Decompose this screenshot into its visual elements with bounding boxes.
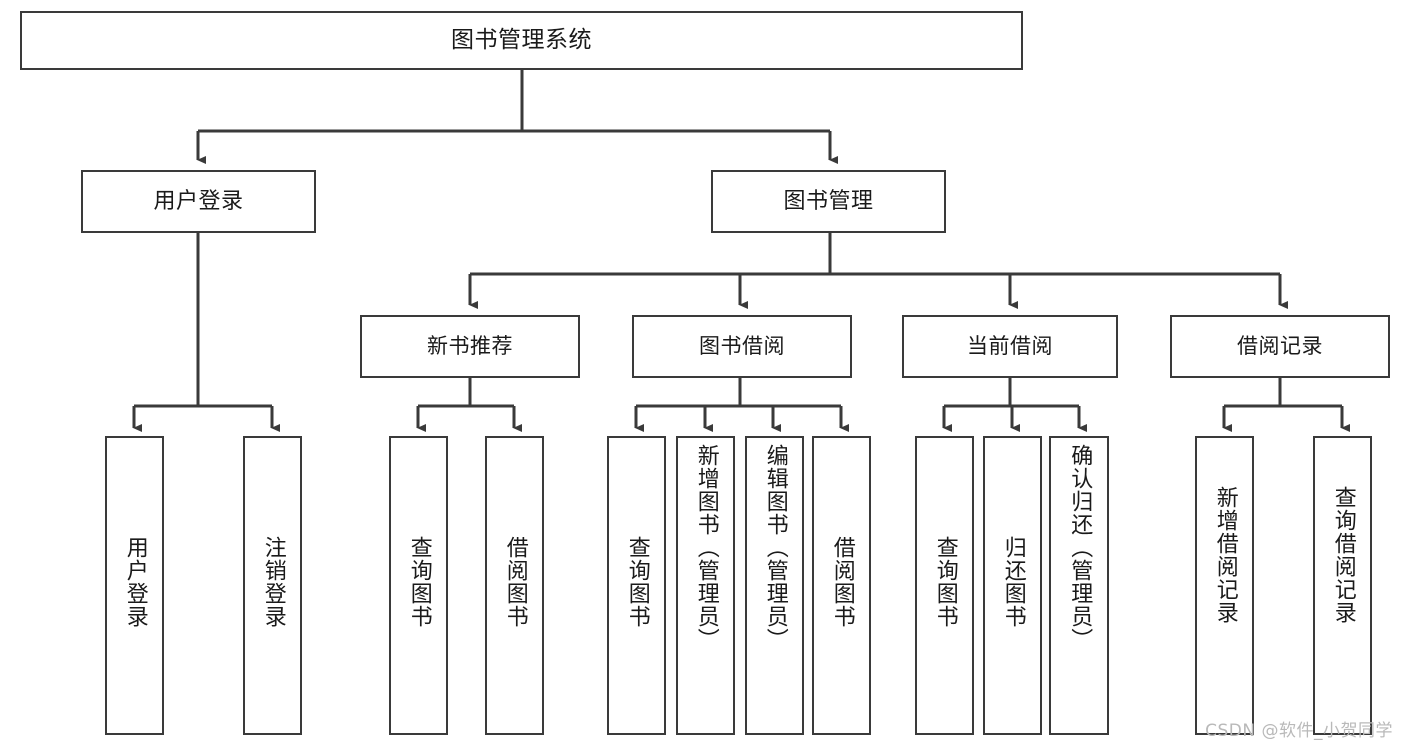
node-borrow-record[interactable]: 借阅记录 [1170,315,1390,378]
leaf-query-book-recommend[interactable]: 查询图书 [389,436,448,735]
node-label: 编辑图书（管理员） [762,444,788,651]
node-book-borrow[interactable]: 图书借阅 [632,315,852,378]
leaf-user-login[interactable]: 用户登录 [105,436,164,735]
node-label: 注销登录 [260,536,286,628]
node-label: 借阅图书 [829,536,855,628]
leaf-return-book[interactable]: 归还图书 [983,436,1042,735]
node-label: 当前借阅 [967,334,1053,359]
node-label: 图书借阅 [699,334,785,359]
node-root-system[interactable]: 图书管理系统 [20,11,1023,70]
leaf-add-borrow-record[interactable]: 新增借阅记录 [1195,436,1254,735]
node-label: 查询图书 [406,536,432,628]
node-label: 查询图书 [932,536,958,628]
node-label: 借阅记录 [1237,334,1323,359]
leaf-edit-book-admin[interactable]: 编辑图书（管理员） [745,436,804,735]
leaf-logout-login[interactable]: 注销登录 [243,436,302,735]
node-label: 新书推荐 [427,334,513,359]
node-label: 新增图书（管理员） [693,444,719,651]
leaf-query-book-borrow[interactable]: 查询图书 [607,436,666,735]
node-label: 用户登录 [153,188,244,214]
node-label: 查询图书 [624,536,650,628]
node-label: 图书管理 [783,188,874,214]
watermark-text: CSDN @软件_小贺同学 [1205,721,1393,741]
node-label: 查询借阅记录 [1330,486,1356,624]
leaf-confirm-return-admin[interactable]: 确认归还（管理员） [1049,436,1109,735]
leaf-add-book-admin[interactable]: 新增图书（管理员） [676,436,735,735]
node-label: 确认归还（管理员） [1067,444,1093,651]
node-label: 借阅图书 [502,536,528,628]
node-label: 归还图书 [1000,536,1026,628]
leaf-borrow-book[interactable]: 借阅图书 [812,436,871,735]
node-label: 图书管理系统 [451,26,592,53]
node-label: 新增借阅记录 [1212,486,1238,624]
node-label: 用户登录 [122,536,148,628]
leaf-query-book-current[interactable]: 查询图书 [915,436,974,735]
node-book-management[interactable]: 图书管理 [711,170,946,233]
leaf-query-borrow-record[interactable]: 查询借阅记录 [1313,436,1372,735]
leaf-borrow-book-recommend[interactable]: 借阅图书 [485,436,544,735]
node-user-login[interactable]: 用户登录 [81,170,316,233]
node-current-borrow[interactable]: 当前借阅 [902,315,1118,378]
node-new-book-recommend[interactable]: 新书推荐 [360,315,580,378]
